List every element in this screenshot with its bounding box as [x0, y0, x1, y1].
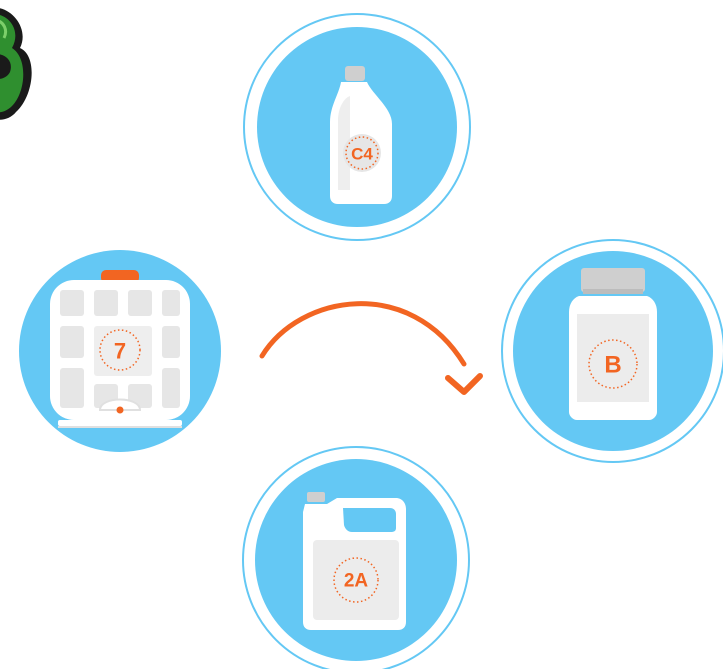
- ibc-tote-icon: 7: [50, 270, 190, 428]
- jar-code-label: B: [604, 352, 621, 379]
- pill-jar-icon: B: [569, 268, 657, 420]
- curved-arrow-icon: [259, 301, 483, 395]
- jerrycan-code-label: 2A: [344, 571, 369, 592]
- plastic-code-label: C4: [351, 145, 373, 164]
- tote-code-label: 7: [114, 339, 126, 364]
- partial-logo-icon: [0, 8, 32, 120]
- pill-jar-node: B: [501, 239, 723, 463]
- jerrycan-node: 2A: [242, 446, 470, 669]
- plastic-bottle-icon: C4: [330, 66, 392, 204]
- plastic-bottle-node: C4: [243, 13, 471, 241]
- ibc-tote-node: 7: [19, 250, 221, 452]
- jerrycan-icon: 2A: [303, 492, 406, 630]
